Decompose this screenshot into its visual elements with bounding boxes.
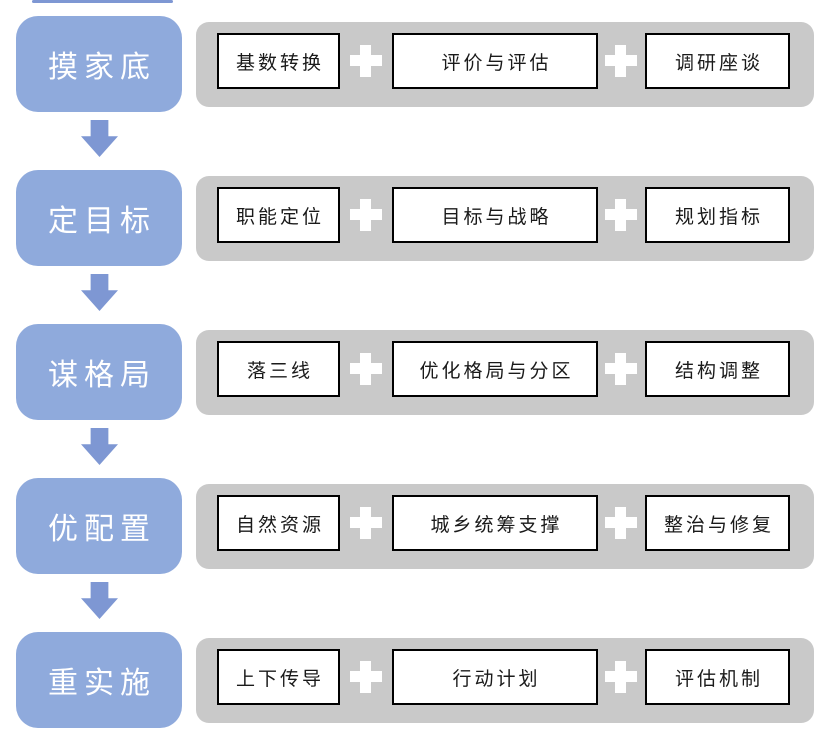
cropped-shape-fragment <box>32 0 173 3</box>
plus-icon <box>605 45 637 77</box>
flow-row-3: 谋格局 落三线 优化格局与分区 结构调整 <box>0 324 837 465</box>
item-box: 城乡统筹支撑 <box>392 495 598 551</box>
flow-row-2: 定目标 职能定位 目标与战略 规划指标 <box>0 170 837 311</box>
item-box: 自然资源 <box>217 495 340 551</box>
item-box: 整治与修复 <box>645 495 790 551</box>
down-arrow-icon <box>81 428 118 465</box>
stage-box: 定目标 <box>16 170 182 266</box>
plus-icon <box>350 661 382 693</box>
stage-box: 谋格局 <box>16 324 182 420</box>
item-box: 基数转换 <box>217 33 340 89</box>
plus-icon <box>605 507 637 539</box>
item-box: 规划指标 <box>645 187 790 243</box>
item-box: 调研座谈 <box>645 33 790 89</box>
flow-row-5: 重实施 上下传导 行动计划 评估机制 <box>0 632 837 728</box>
items-bar: 自然资源 城乡统筹支撑 整治与修复 <box>196 484 814 569</box>
plus-icon <box>350 353 382 385</box>
item-box: 行动计划 <box>392 649 598 705</box>
flow-row-1: 摸家底 基数转换 评价与评估 调研座谈 <box>0 16 837 157</box>
plus-icon <box>350 507 382 539</box>
stage-box: 优配置 <box>16 478 182 574</box>
items-bar: 落三线 优化格局与分区 结构调整 <box>196 330 814 415</box>
item-box: 结构调整 <box>645 341 790 397</box>
item-box: 上下传导 <box>217 649 340 705</box>
item-box: 评价与评估 <box>392 33 598 89</box>
flow-row-4: 优配置 自然资源 城乡统筹支撑 整治与修复 <box>0 478 837 619</box>
down-arrow-icon <box>81 582 118 619</box>
items-bar: 职能定位 目标与战略 规划指标 <box>196 176 814 261</box>
down-arrow-icon <box>81 274 118 311</box>
down-arrow-icon <box>81 120 118 157</box>
plus-icon <box>605 661 637 693</box>
plus-icon <box>605 353 637 385</box>
stage-box: 重实施 <box>16 632 182 728</box>
items-bar: 上下传导 行动计划 评估机制 <box>196 638 814 723</box>
item-box: 职能定位 <box>217 187 340 243</box>
plus-icon <box>350 45 382 77</box>
item-box: 目标与战略 <box>392 187 598 243</box>
item-box: 落三线 <box>217 341 340 397</box>
items-bar: 基数转换 评价与评估 调研座谈 <box>196 22 814 107</box>
plus-icon <box>350 199 382 231</box>
item-box: 评估机制 <box>645 649 790 705</box>
plus-icon <box>605 199 637 231</box>
stage-box: 摸家底 <box>16 16 182 112</box>
item-box: 优化格局与分区 <box>392 341 598 397</box>
